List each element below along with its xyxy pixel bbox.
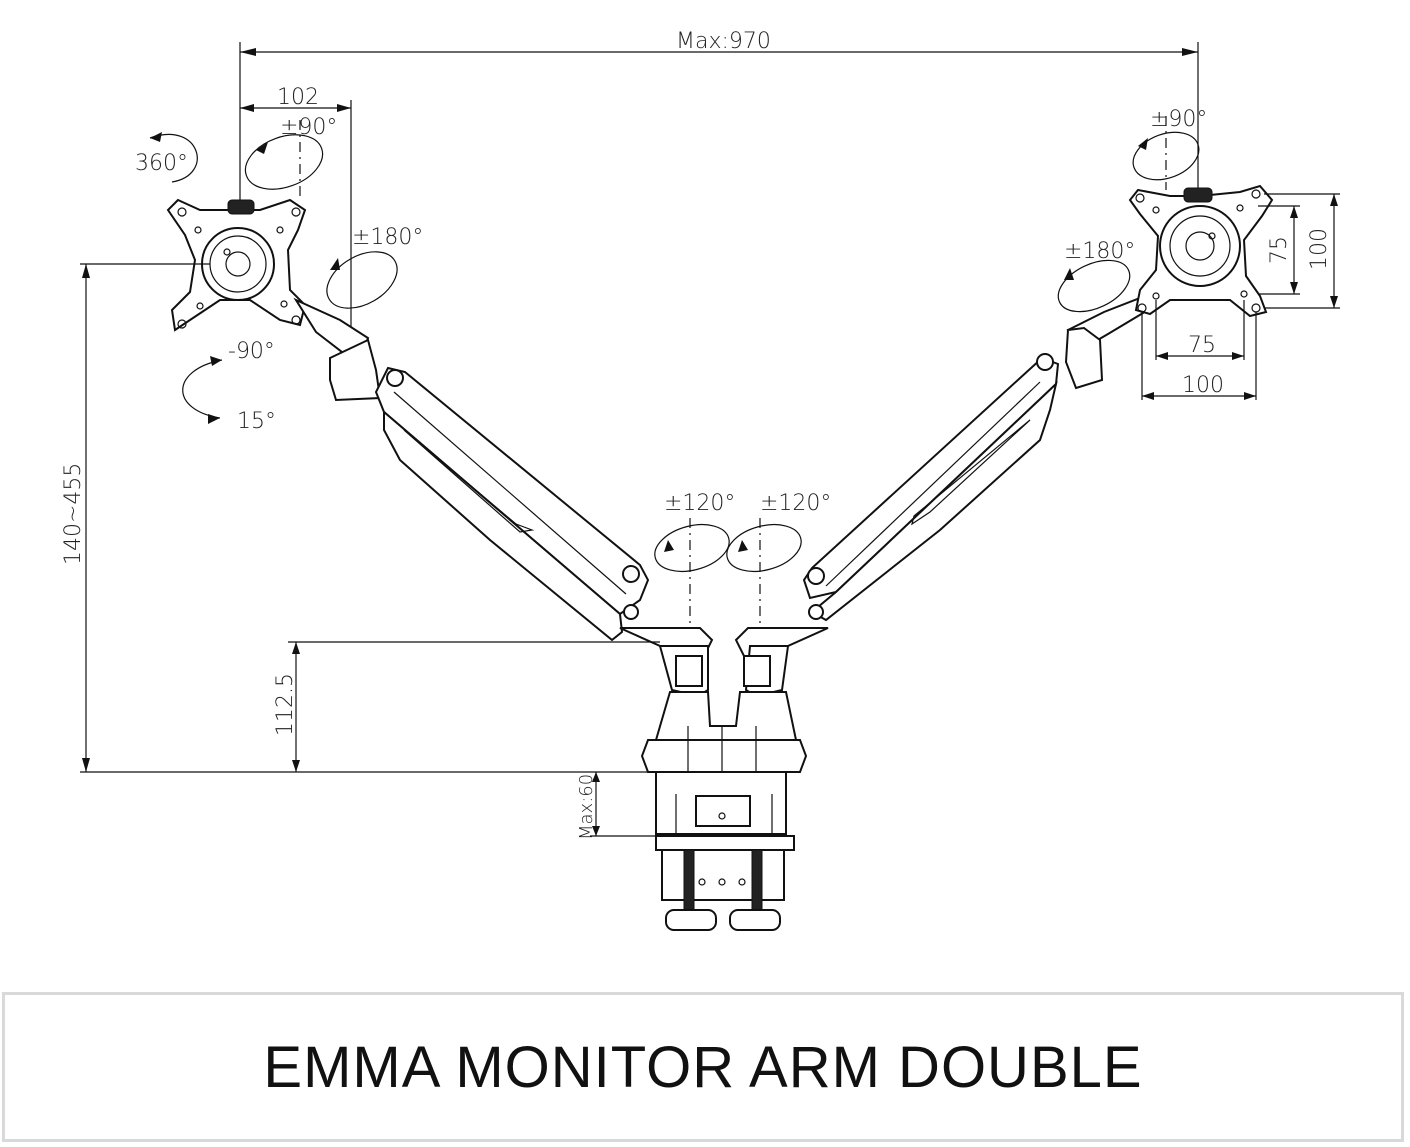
- clamp-max-dimension: Max:60: [576, 772, 660, 840]
- left-swivel-indicator: 360°: [135, 132, 198, 183]
- base-height-dimension: 112.5: [273, 641, 660, 772]
- max-width-label: Max:970: [676, 29, 771, 54]
- right-rotate-label: ±180°: [1064, 239, 1135, 264]
- right-tilt-label: ±90°: [1150, 107, 1207, 132]
- right-arm: [802, 353, 1060, 622]
- height-range-dimension: 140~455: [61, 264, 656, 773]
- max-width-dimension: Max:970: [239, 29, 1199, 200]
- left-swivel-label: 360°: [135, 151, 188, 176]
- left-down-label: -90°: [228, 339, 275, 364]
- left-tilt-range-indicator: -90° 15°: [182, 339, 276, 434]
- base-height-label: 112.5: [273, 673, 298, 736]
- vesa-small-horizontal-label: 75: [1188, 333, 1216, 358]
- left-tilt-joint: [293, 297, 382, 402]
- center-pole: [619, 627, 829, 780]
- left-rotate-indicator: ±180°: [326, 225, 423, 309]
- right-tilt-indicator: ±90°: [1132, 107, 1207, 190]
- desk-clamp: [655, 771, 795, 931]
- right-rotate-indicator: ±180°: [1057, 239, 1135, 313]
- vesa-large-vertical-label: 100: [1307, 228, 1332, 270]
- monitor-arm-technical-drawing: Max:970 102 ±90° 360° ±180° -90° 15°: [61, 29, 1340, 931]
- left-tilt-indicator: ±90°: [244, 115, 337, 200]
- right-vesa-dimensions: 75 100 75 100: [1141, 193, 1340, 400]
- center-swivel-left-label: ±120°: [664, 491, 735, 516]
- title-box: EMMA MONITOR ARM DOUBLE: [2, 992, 1404, 1142]
- center-swivel-right-label: ±120°: [760, 491, 831, 516]
- center-swivel-indicators: ±120° ±120°: [654, 491, 831, 640]
- clamp-max-label: Max:60: [576, 774, 597, 840]
- left-vesa-plate: [80, 198, 307, 332]
- left-offset-dimension: 102: [240, 85, 352, 340]
- height-range-label: 140~455: [61, 463, 86, 565]
- right-vesa-plate: [1128, 184, 1274, 318]
- left-tilt-label: ±90°: [280, 115, 337, 140]
- left-arm: [374, 366, 650, 642]
- vesa-large-horizontal-label: 100: [1182, 373, 1224, 398]
- left-rotate-label: ±180°: [352, 225, 423, 250]
- left-up-label: 15°: [237, 409, 276, 434]
- vesa-small-vertical-label: 75: [1267, 236, 1292, 264]
- right-tilt-joint: [1064, 296, 1150, 390]
- left-offset-label: 102: [277, 85, 319, 110]
- product-title: EMMA MONITOR ARM DOUBLE: [263, 1034, 1143, 1100]
